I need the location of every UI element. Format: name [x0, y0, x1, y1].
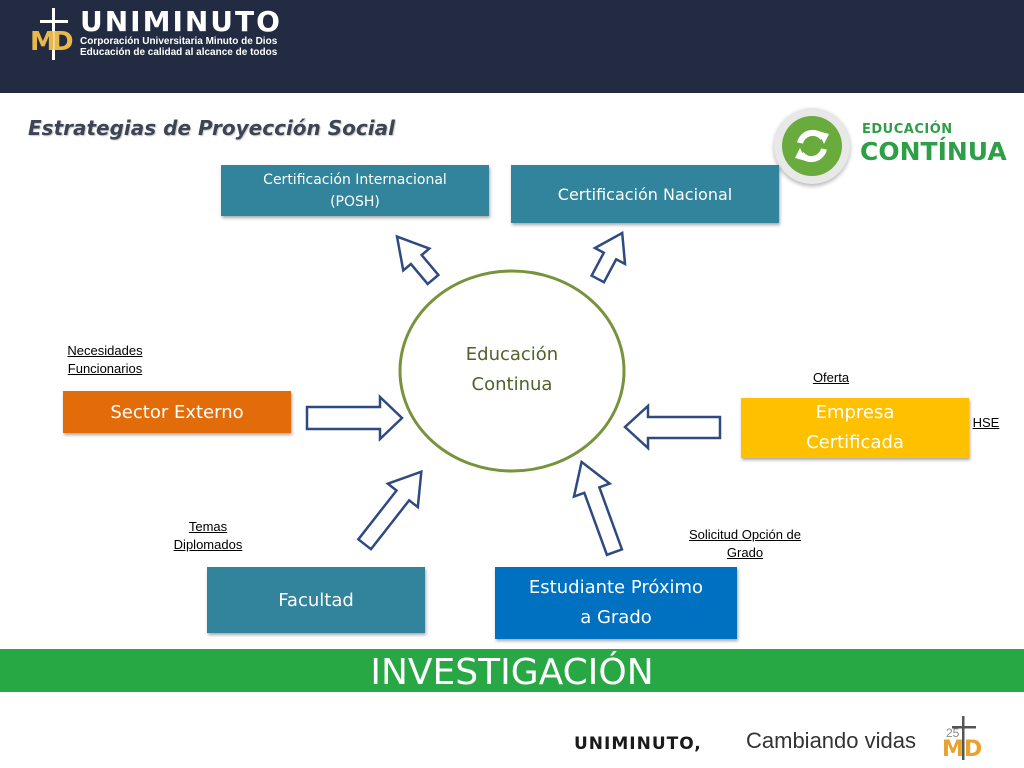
investigacion-banner: [0, 649, 1024, 692]
svg-text:M: M: [942, 737, 964, 760]
box-empresa-certificada: Empresa Certificada: [741, 398, 969, 458]
note-opcion-de-text[interactable]: Opción de: [741, 527, 802, 542]
center-label: Educación Continua: [465, 344, 559, 395]
note-funcionarios-text[interactable]: Funcionarios: [67, 361, 143, 376]
center-circle: [398, 269, 626, 473]
note-hse[interactable]: HSE: [972, 415, 1000, 430]
arrow-from-sector-externo: [305, 394, 404, 442]
arrow-to-cert-internacional: [395, 234, 441, 286]
note-necesidades[interactable]: Necesidades Funcionarios: [58, 342, 152, 378]
svg-text:M: M: [30, 27, 56, 57]
footer-brand: UNIMINUTO,: [574, 734, 702, 754]
arrow-from-empresa-certificada: [623, 403, 722, 451]
educacion-continua-logo-inner: [782, 116, 842, 176]
brand-subtitle-1: Corporación Universitaria Minuto de Dios: [80, 36, 278, 47]
edu-logo-line2: CONTÍNUA: [860, 137, 1007, 166]
page-number: 25: [946, 726, 960, 740]
note-oferta[interactable]: Oferta: [812, 370, 850, 385]
svg-text:D: D: [964, 737, 982, 760]
arrow-from-estudiante: [572, 459, 624, 557]
footer-slogan: Cambiando vidas: [746, 728, 916, 753]
note-diplomados-text[interactable]: Diplomados: [173, 537, 243, 552]
svg-text:D: D: [52, 27, 74, 57]
note-solicitud-text[interactable]: Solicitud: [688, 527, 739, 542]
brand-name: UNIMINUTO: [80, 5, 282, 38]
refresh-icon: [795, 129, 829, 163]
arrow-from-facultad: [356, 469, 423, 551]
box-facultad: Facultad: [207, 567, 425, 633]
edu-logo-line1: EDUCACIÓN: [862, 122, 953, 137]
box-certificacion-internacional: Certificación Internacional (POSH): [221, 165, 489, 216]
box-certificacion-nacional: Certificación Nacional: [511, 165, 779, 223]
note-solicitud-opcion-grado[interactable]: Solicitud Opción de Grado: [674, 526, 816, 562]
box-estudiante-proximo-a-grado: Estudiante Próximo a Grado: [495, 567, 737, 639]
box-sector-externo: Sector Externo: [63, 391, 291, 433]
note-temas-text[interactable]: Temas: [188, 519, 228, 534]
note-temas-diplomados[interactable]: Temas Diplomados: [162, 518, 254, 554]
arrow-to-cert-nacional: [589, 231, 627, 284]
uniminuto-md-logo-icon: M D: [30, 8, 74, 60]
note-necesidades-text[interactable]: Necesidades: [67, 343, 143, 358]
note-grado-text[interactable]: Grado: [726, 545, 764, 560]
slide-title: Estrategias de Proyección Social: [28, 116, 395, 140]
footer-md-logo-icon: M D: [942, 716, 982, 760]
brand-subtitle-2: Educación de calidad al alcance de todos: [80, 47, 278, 58]
investigacion-banner-text: INVESTIGACIÓN: [370, 652, 654, 693]
header-bar: M D UNIMINUTO Corporación Universitaria …: [0, 0, 1024, 93]
